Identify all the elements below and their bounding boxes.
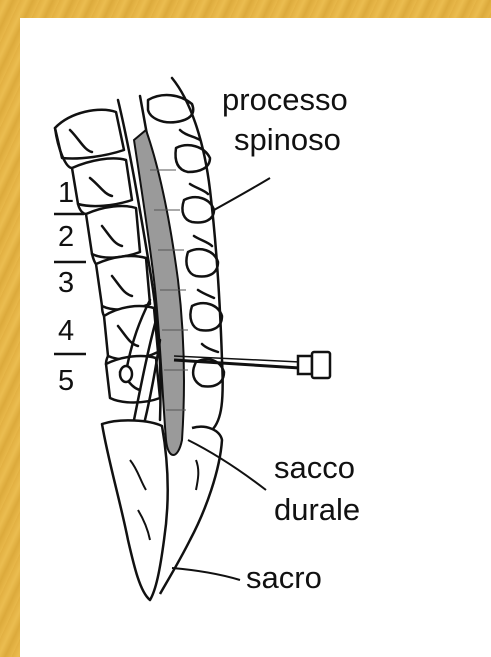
label-spinoso: spinoso	[234, 124, 341, 156]
sacrum	[102, 420, 222, 600]
spinous-process-5	[190, 303, 222, 330]
vertebra-number-4: 4	[58, 316, 74, 346]
label-durale: durale	[274, 494, 360, 526]
label-sacro: sacro	[246, 562, 322, 594]
vertebral-body-l3	[86, 206, 140, 258]
vertebra-number-3: 3	[58, 268, 74, 298]
vertebral-body-l4	[96, 256, 150, 310]
leader-sacro	[172, 568, 240, 580]
spinous-process-4	[186, 249, 218, 276]
vertebra-number-2: 2	[58, 222, 74, 252]
label-processo: processo	[222, 84, 348, 116]
leader-processo-spinoso	[214, 178, 270, 210]
spinous-process-3	[182, 197, 214, 222]
vertebra-number-1: 1	[58, 178, 74, 208]
vertebra-number-5: 5	[58, 366, 74, 396]
label-sacco: sacco	[274, 452, 355, 484]
vertebral-body-l2	[72, 158, 132, 206]
